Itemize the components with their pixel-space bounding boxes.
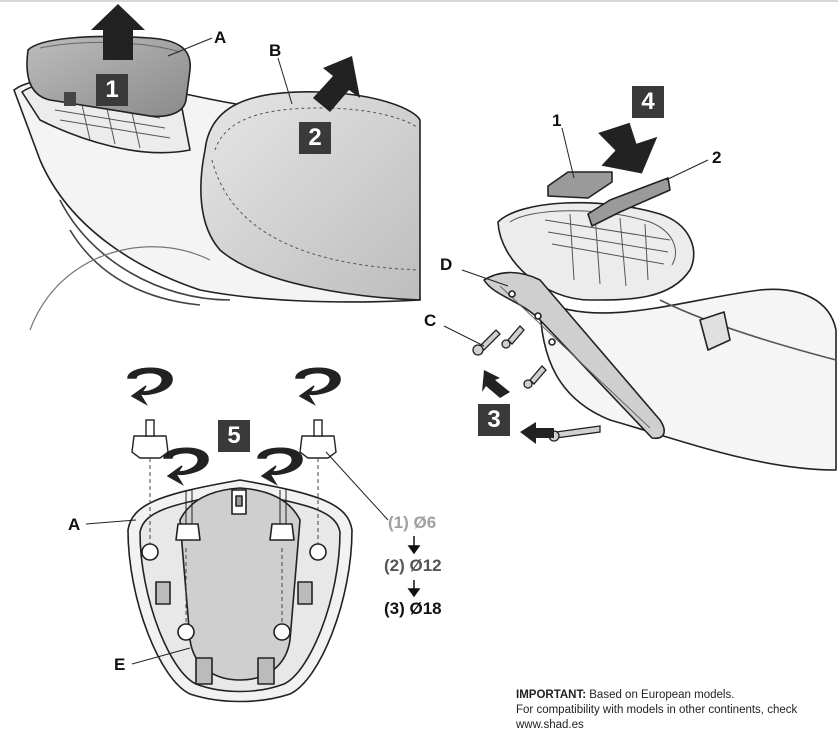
remove-seat-arrow	[313, 56, 360, 112]
callout-d: D	[440, 255, 453, 274]
remove-pad-arrow	[91, 4, 145, 60]
callout-a-bottom: A	[68, 515, 81, 534]
step-4-badge: 4	[632, 86, 664, 118]
step-5-badge: 5	[218, 420, 250, 452]
screw-arrow-2	[520, 422, 554, 444]
step-3-badge: 3	[478, 404, 510, 436]
callout-part-1: 1	[552, 111, 562, 130]
callout-c: C	[424, 311, 437, 330]
scooter-rear-view	[13, 35, 421, 331]
callout-b: B	[269, 41, 282, 60]
mount-plates-arrow	[598, 122, 658, 174]
step-2-badge: 2	[299, 122, 331, 154]
step-1-badge: 1	[96, 74, 128, 106]
drill-size-2: (2) Ø12	[384, 556, 442, 575]
rack-assembly-view	[483, 171, 837, 471]
note-line2: For compatibility with models in other c…	[516, 704, 798, 731]
callout-a-top: A	[214, 28, 227, 47]
screw-arrow-1	[482, 370, 510, 398]
callout-part-2: 2	[712, 148, 722, 167]
top-divider	[0, 0, 838, 2]
drill-size-3: (3) Ø18	[384, 599, 442, 618]
note-line1: Based on European models.	[586, 689, 735, 701]
drill-sequence-arrows	[407, 536, 421, 598]
drill-size-1: (1) Ø6	[388, 513, 437, 532]
pad-underside-view	[127, 458, 353, 703]
note-bold: IMPORTANT:	[516, 689, 587, 701]
compatibility-note: IMPORTANT: Based on European models. For…	[516, 688, 838, 733]
rotation-arrows	[127, 367, 341, 486]
callout-e: E	[114, 655, 126, 674]
